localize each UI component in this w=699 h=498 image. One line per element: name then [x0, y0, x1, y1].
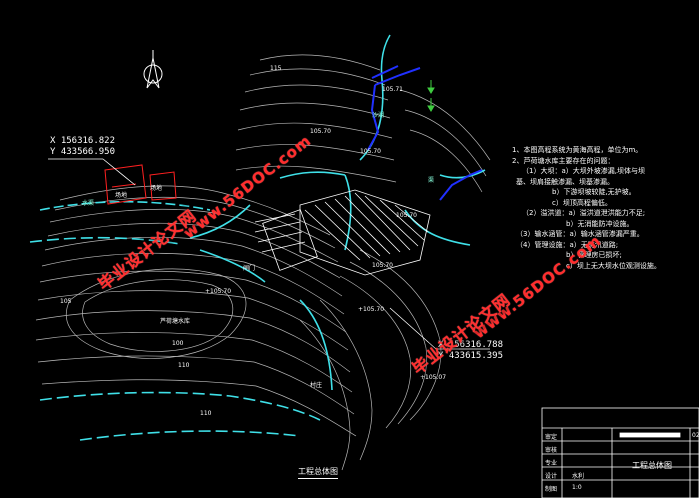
- elevation-label: 105.70: [310, 128, 331, 135]
- road-label: 沙湖: [372, 112, 385, 119]
- elevation-label: +105.70: [205, 288, 232, 295]
- pond-label: 芦荷塘水库: [160, 318, 191, 325]
- coord-point-1: X 156316.822 Y 433566.950: [50, 136, 115, 158]
- title-block-value: 水利: [572, 473, 585, 480]
- title-block-code: 02: [692, 432, 699, 439]
- elevation-label: +105.70: [358, 306, 385, 313]
- note-line: c）坝顶高程偏低。: [552, 198, 612, 207]
- road-label: 水渠: [82, 200, 95, 207]
- elevation-label: 105.70: [372, 262, 393, 269]
- note-line: 1、本图高程系统为黄海高程，单位为m。: [512, 146, 643, 154]
- title-block-row-label: 专业: [545, 460, 558, 467]
- building-outlines: [104, 164, 177, 205]
- contour-label: 110: [200, 410, 212, 417]
- flow-arrow-icons: [427, 80, 435, 112]
- site-label: 场地: [115, 192, 128, 199]
- coord-y: Y 433566.950: [50, 147, 116, 157]
- contour-label: 110: [178, 362, 190, 369]
- village-label: 村庄: [310, 382, 323, 389]
- title-block-row-label: 审核: [545, 447, 558, 454]
- note-line: （2）溢洪道：a）溢洪道泄洪能力不足;: [522, 209, 646, 217]
- title-block-row-label: 设计: [545, 473, 558, 480]
- title-block-value: 1:0: [572, 484, 582, 491]
- elevation-label: 105.70: [396, 212, 417, 219]
- note-line: 2、芦荷塘水库主要存在的问题：: [512, 156, 615, 165]
- note-line: b）无消能防冲设施。: [566, 219, 634, 228]
- coord-x: X 156316.822: [50, 136, 116, 146]
- canal-lines: [367, 65, 483, 201]
- contour-label: 100: [172, 340, 184, 347]
- note-line: （3）输水涵管：a）输水涵管渗漏严重。: [516, 230, 644, 238]
- elevation-label: 105.71: [382, 86, 403, 93]
- contour-label: 105: [60, 298, 72, 305]
- design-notes: 1、本图高程系统为黄海高程，单位为m。 2、芦荷塘水库主要存在的问题： （1）大…: [512, 145, 698, 271]
- road-label: 渠: [428, 177, 435, 184]
- title-block-row-label: 审定: [545, 434, 558, 441]
- note-line: b）下游坝坡较陡,无护坡。: [552, 188, 636, 196]
- gate-label: 闸门: [243, 265, 256, 272]
- note-line: c）坝上无大坝水位观测设施。: [566, 261, 661, 270]
- title-block-row-label: 制图: [545, 486, 558, 493]
- coord-x: X 156316.788: [438, 340, 504, 350]
- title-block-frame: [541, 407, 699, 498]
- title-block-drawing-name: 工程总体图: [632, 461, 672, 470]
- note-line: b）管理房已损坏;: [566, 251, 622, 259]
- elevation-label: +105.07: [420, 374, 447, 381]
- coord-y: Y 433615.395: [438, 351, 504, 361]
- dam-structure: [254, 189, 431, 276]
- contour-lines: [35, 54, 491, 471]
- note-line: 基、坝肩接触渗漏、坝基渗漏。: [516, 177, 614, 186]
- elevation-label: 105.70: [360, 148, 381, 155]
- note-line: （1）大坝：a）大坝外坡渗漏,坝体与坝: [522, 167, 645, 175]
- leader-lines: [48, 158, 490, 350]
- coord-point-2: X 156316.788 Y 433615.395: [438, 340, 503, 362]
- north-arrow-icon: [143, 50, 163, 89]
- note-line: （4）管理设施：a）无防汛道路;: [516, 240, 619, 249]
- site-label: 场地: [150, 185, 163, 192]
- drawing-title: 工程总体图: [298, 466, 338, 479]
- contour-label: 115: [270, 65, 282, 72]
